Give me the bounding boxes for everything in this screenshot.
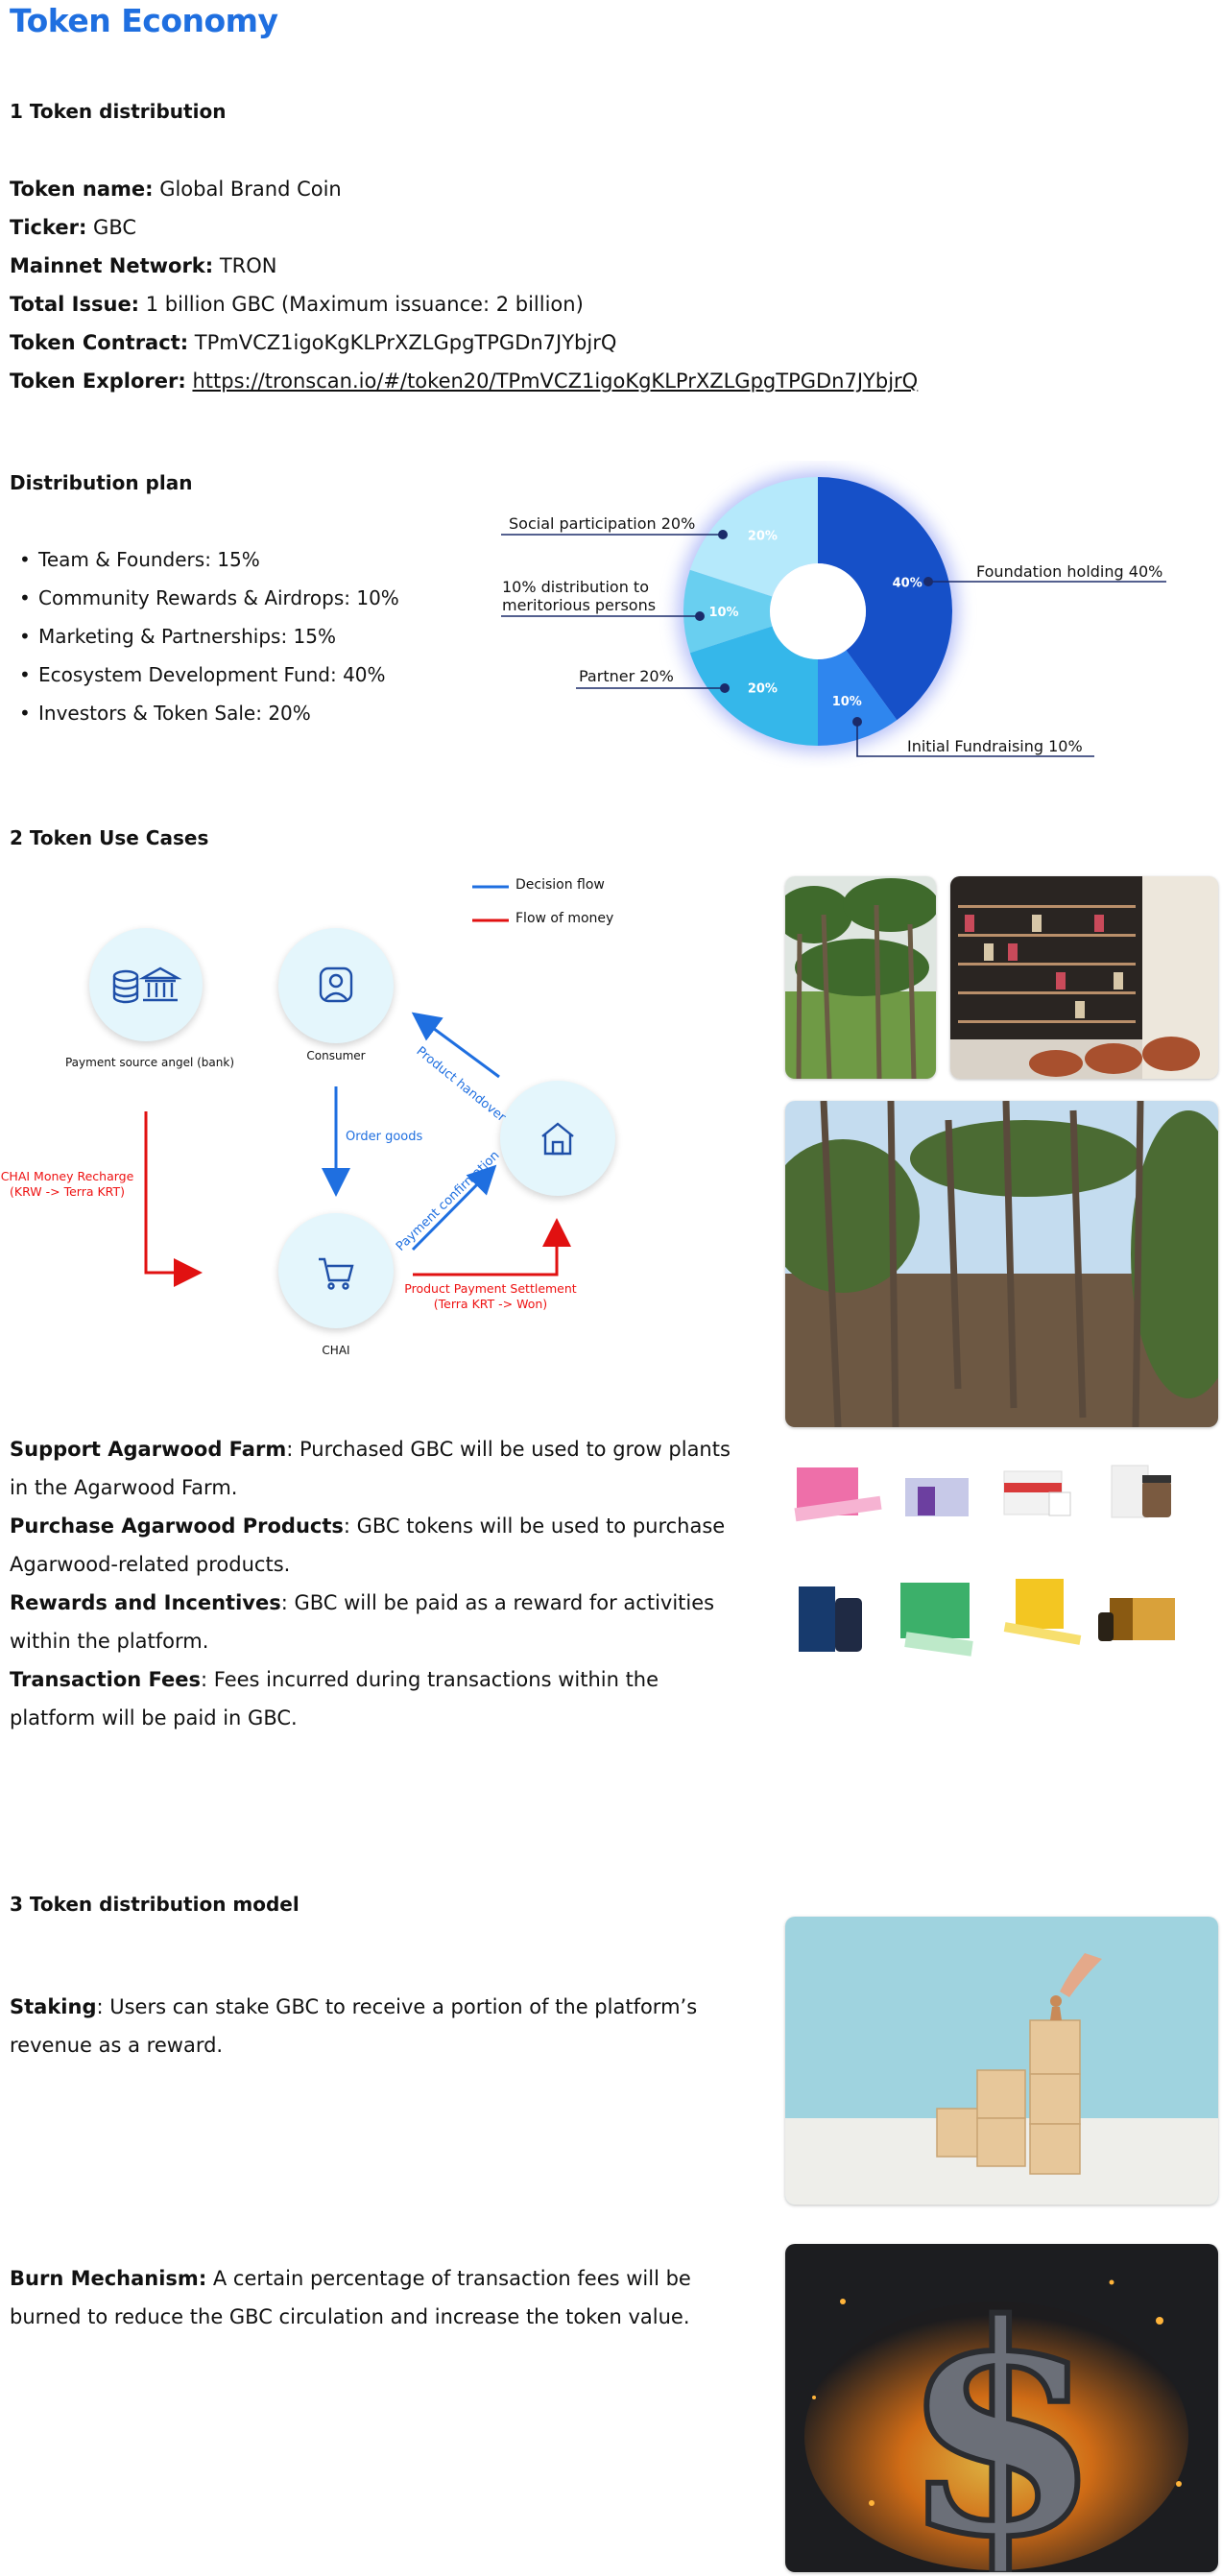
section-heading-token-distribution: 1 Token distribution	[10, 100, 227, 123]
token-explorer-row: Token Explorer: https://tronscan.io/#/to…	[10, 370, 919, 393]
token-contract-row: Token Contract: TPmVCZ1igoKgKLPrXZLGpgTP…	[10, 331, 617, 354]
slice-label-social: Social participation 20%	[509, 514, 696, 533]
product-dark-bottles	[799, 1586, 862, 1652]
leader-lines	[501, 534, 1166, 757]
slice-label-foundation: Foundation holding 40%	[976, 562, 1163, 581]
arrow-chai-recharge	[144, 1111, 203, 1287]
bank-node	[89, 928, 203, 1041]
donut-slice	[818, 650, 898, 746]
product-red-box	[1003, 1470, 1071, 1516]
wooden-blocks-photo	[785, 1917, 1218, 2205]
arrow-product-handover	[411, 1012, 500, 1079]
donut-slice-value-label: 10%	[708, 606, 738, 620]
token-name-row: Token name: Global Brand Coin	[10, 178, 342, 201]
leader-dot	[923, 577, 933, 586]
product-jar	[1111, 1465, 1171, 1518]
donut-slice-value-label: 20%	[748, 530, 778, 544]
donut-hole	[770, 563, 866, 659]
flow-label-settlement: Product Payment Settlement (Terra KRT ->…	[404, 1281, 577, 1311]
arrow-payment-confirmation	[411, 1164, 497, 1252]
section-heading-distribution-model: 3 Token distribution model	[10, 1893, 300, 1916]
donut-slice	[683, 569, 773, 654]
product-green-box	[900, 1583, 973, 1657]
product-yellow-box	[1003, 1579, 1082, 1645]
use-case-agarwood-products: Purchase Agarwood Products: GBC tokens w…	[10, 1515, 726, 1576]
flow-diagram	[144, 885, 571, 1287]
donut-slice	[689, 477, 818, 597]
donut-slice-value-label: 10%	[832, 695, 862, 709]
slice-label-fundraising: Initial Fundraising 10%	[907, 737, 1083, 755]
list-item: Community Rewards & Airdrops: 10%	[10, 579, 399, 617]
slice-label-meritorious: 10% distribution to meritorious persons	[502, 578, 657, 614]
flow-label-order-goods: Order goods	[346, 1130, 423, 1144]
list-item: Marketing & Partnerships: 15%	[10, 617, 399, 656]
use-case-rewards: Rewards and Incentives: GBC will be paid…	[10, 1591, 715, 1653]
burn-paragraph: Burn Mechanism: A certain percentage of …	[10, 2267, 691, 2328]
donut-inner-labels: 40% 10% 20% 10% 20%	[708, 530, 922, 709]
consumer-node	[278, 928, 394, 1043]
donut-slices	[683, 477, 952, 746]
slice-label-partner: Partner 20%	[579, 667, 674, 685]
page-title: Token Economy	[10, 2, 278, 39]
cart-icon	[319, 1257, 354, 1290]
leader-dots	[695, 530, 933, 727]
house-icon	[541, 1122, 574, 1156]
distribution-plan-list: Team & Founders: 15% Community Rewards &…	[10, 540, 399, 732]
product-purple-box	[905, 1478, 969, 1516]
list-item: Ecosystem Development Fund: 40%	[10, 656, 399, 694]
bank-node-label: Payment source angel (bank)	[64, 1056, 234, 1069]
distribution-donut-chart: 40% 10% 20% 10% 20%	[501, 471, 1166, 757]
staking-paragraph: Staking: Users can stake GBC to receive …	[10, 1995, 698, 2057]
legend-decision-label: Decision flow	[515, 877, 605, 893]
donut-slice	[818, 477, 952, 721]
leader-dot	[852, 717, 862, 727]
list-item: Team & Founders: 15%	[10, 540, 399, 579]
donut-slice	[689, 626, 818, 746]
product-pink-box	[794, 1467, 882, 1522]
chai-node	[278, 1213, 394, 1328]
leader-dot	[695, 611, 705, 621]
user-icon	[319, 966, 353, 1003]
use-case-transaction-fees: Transaction Fees: Fees incurred during t…	[10, 1668, 659, 1729]
donut-slice-value-label: 40%	[893, 577, 922, 591]
token-explorer-link[interactable]: https://tronscan.io/#/token20/TPmVCZ1igo…	[192, 370, 919, 393]
arrow-settlement	[413, 1218, 571, 1276]
svg-text:$: $	[901, 2261, 1102, 2572]
mainnet-row: Mainnet Network: TRON	[10, 254, 277, 277]
leader-dot	[720, 683, 730, 693]
shop-interior-photo	[950, 876, 1218, 1079]
forest-photo	[785, 876, 936, 1079]
token-info-list: Token name: Global Brand Coin Ticker: GB…	[10, 170, 918, 400]
consumer-node-label: Consumer	[306, 1049, 366, 1062]
use-cases-list: Support Agarwood Farm: Purchased GBC wil…	[10, 1430, 749, 1737]
product-images-grid	[794, 1465, 1175, 1657]
leader-line-fundraising	[856, 722, 1094, 757]
product-gold-box	[1098, 1598, 1175, 1641]
chai-node-label: CHAI	[322, 1344, 350, 1357]
total-issue-row: Total Issue: 1 billion GBC (Maximum issu…	[10, 293, 584, 316]
burning-dollar-photo: $	[785, 2244, 1218, 2572]
donut-slice-value-label: 20%	[748, 681, 778, 696]
shop-node	[500, 1081, 615, 1196]
distribution-plan-heading: Distribution plan	[10, 471, 193, 494]
coins-bank-icon	[112, 966, 182, 1004]
list-item: Investors & Token Sale: 20%	[10, 694, 399, 732]
legend-money-label: Flow of money	[515, 911, 614, 926]
leader-dot	[718, 530, 728, 539]
use-case-agarwood-farm: Support Agarwood Farm: Purchased GBC wil…	[10, 1438, 731, 1499]
section-heading-use-cases: 2 Token Use Cases	[10, 826, 209, 849]
ticker-row: Ticker: GBC	[10, 216, 137, 239]
agarwood-forest-photo	[785, 1101, 1218, 1427]
flow-label-recharge: CHAI Money Recharge (KRW -> Terra KRT)	[0, 1169, 134, 1199]
